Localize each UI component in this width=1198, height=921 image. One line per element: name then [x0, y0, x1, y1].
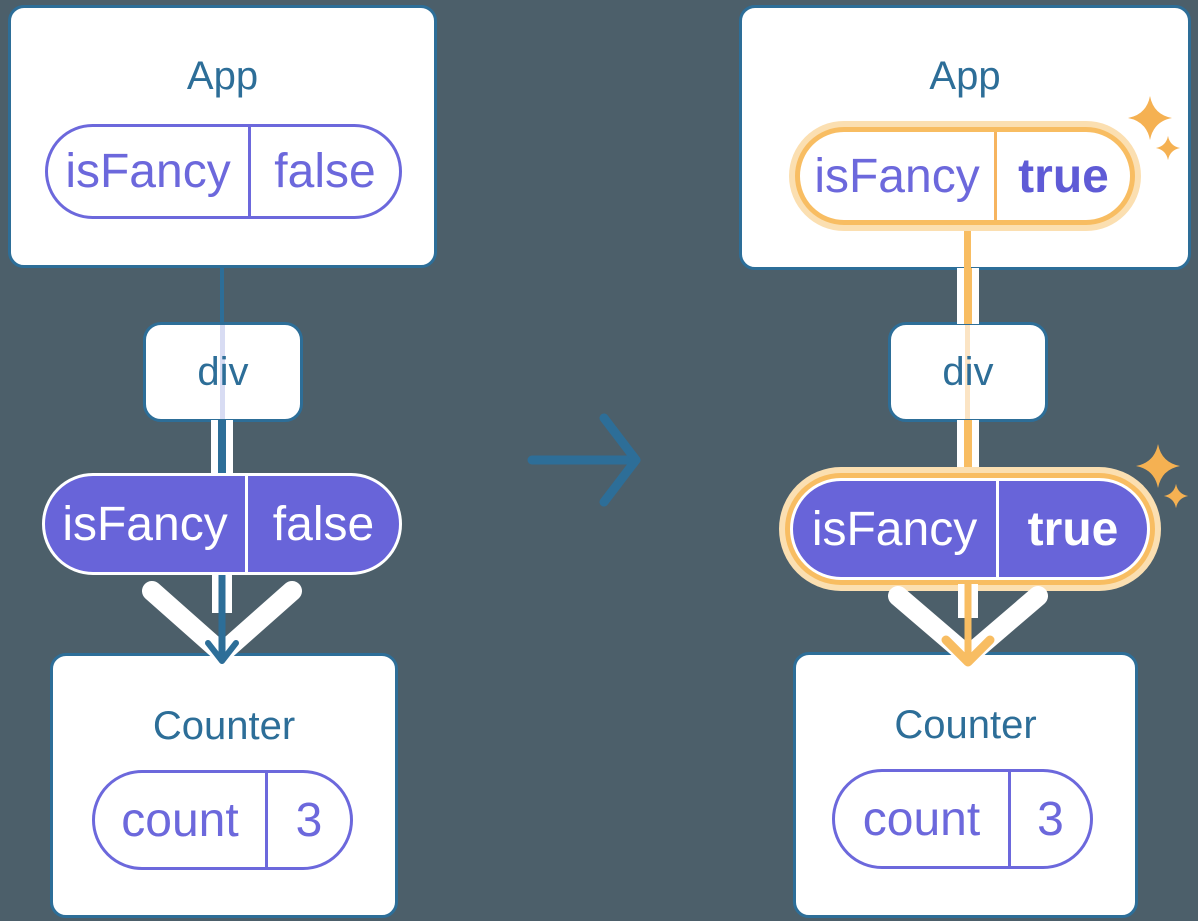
div-box: div	[143, 322, 303, 422]
state-pill-label: count	[835, 772, 1011, 866]
app-card-fancy: App isFancy true	[739, 5, 1191, 270]
pill-to-card-edge-line	[964, 225, 971, 268]
app-card-title: App	[186, 54, 259, 98]
div-box-label: div	[197, 349, 249, 394]
div-to-pill-connector	[211, 420, 233, 478]
prop-pill-value: true	[1018, 149, 1109, 203]
app-to-div-connector	[957, 268, 979, 324]
pill-to-counter-arrow-icon	[888, 584, 1048, 667]
app-card: App isFancy false	[8, 5, 437, 268]
sparkle-icon	[1128, 96, 1181, 161]
prop-pill-highlighted: isFancy true	[795, 127, 1135, 225]
context-thru-line	[965, 325, 970, 419]
app-card-title: App	[929, 54, 1001, 98]
counter-card-title: Counter	[894, 703, 1037, 747]
context-pill-value: false	[272, 497, 375, 551]
counter-card-title: Counter	[152, 704, 296, 748]
transition-arrow-icon	[527, 413, 641, 507]
prop-pill: isFancy false	[45, 124, 402, 219]
state-pill-value: 3	[1037, 792, 1064, 846]
context-pill-label: isFancy	[45, 476, 248, 572]
context-pill-label: isFancy	[793, 481, 999, 577]
prop-pill-label: isFancy	[800, 132, 997, 220]
state-pill-value: 3	[295, 793, 323, 847]
context-pill-value: true	[1027, 502, 1119, 556]
app-to-div-connector	[220, 266, 224, 324]
context-pill: isFancy false	[42, 473, 402, 575]
counter-card: Counter count 3	[50, 653, 398, 918]
pill-to-counter-arrow-icon	[142, 575, 302, 664]
div-to-pill-connector	[957, 420, 979, 478]
context-pill-highlighted: isFancy true	[790, 478, 1150, 580]
state-pill-label: count	[95, 773, 268, 867]
sparkle-icon	[1136, 444, 1189, 509]
state-pill: count 3	[832, 769, 1093, 869]
counter-card: Counter count 3	[793, 652, 1138, 918]
div-box-label: div	[942, 349, 994, 394]
prop-pill-label: isFancy	[48, 127, 251, 216]
prop-pill-value: false	[274, 145, 376, 198]
context-thru-line	[220, 325, 225, 419]
div-box: div	[888, 322, 1048, 422]
state-pill: count 3	[92, 770, 353, 870]
